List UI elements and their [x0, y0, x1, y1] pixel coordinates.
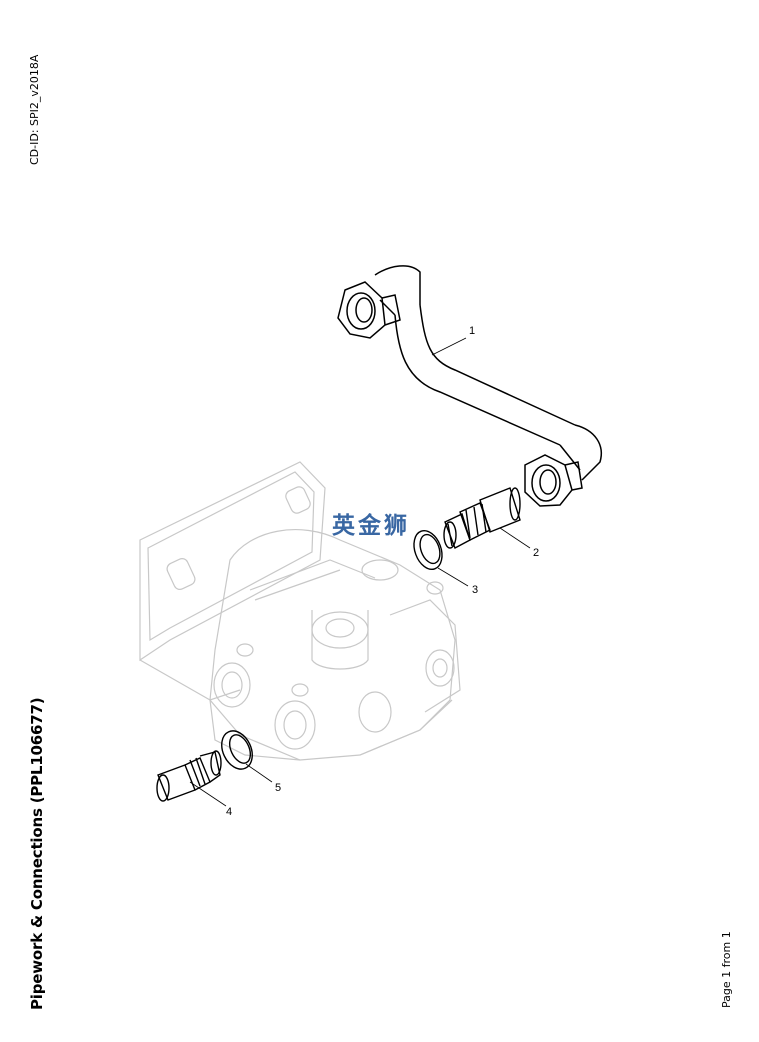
leader-2 [499, 527, 531, 549]
callout-5: 5 [275, 782, 281, 794]
valve-body-ghost [139, 461, 461, 761]
leader-5 [245, 763, 273, 783]
washer-part-3 [413, 529, 443, 571]
watermark: 英金狮 [332, 513, 410, 539]
washer-part-5 [221, 730, 253, 770]
leader-4 [189, 781, 227, 807]
callout-4: 4 [226, 806, 232, 818]
leader-3 [437, 567, 469, 587]
fitting-part-2 [443, 487, 521, 549]
leader-1 [431, 337, 467, 356]
callout-2: 2 [533, 547, 539, 559]
pipe-part-1 [337, 265, 602, 507]
callout-1: 1 [469, 325, 475, 337]
connector-part-4 [156, 750, 222, 802]
leader-lines [189, 337, 531, 807]
callout-3: 3 [472, 584, 478, 596]
